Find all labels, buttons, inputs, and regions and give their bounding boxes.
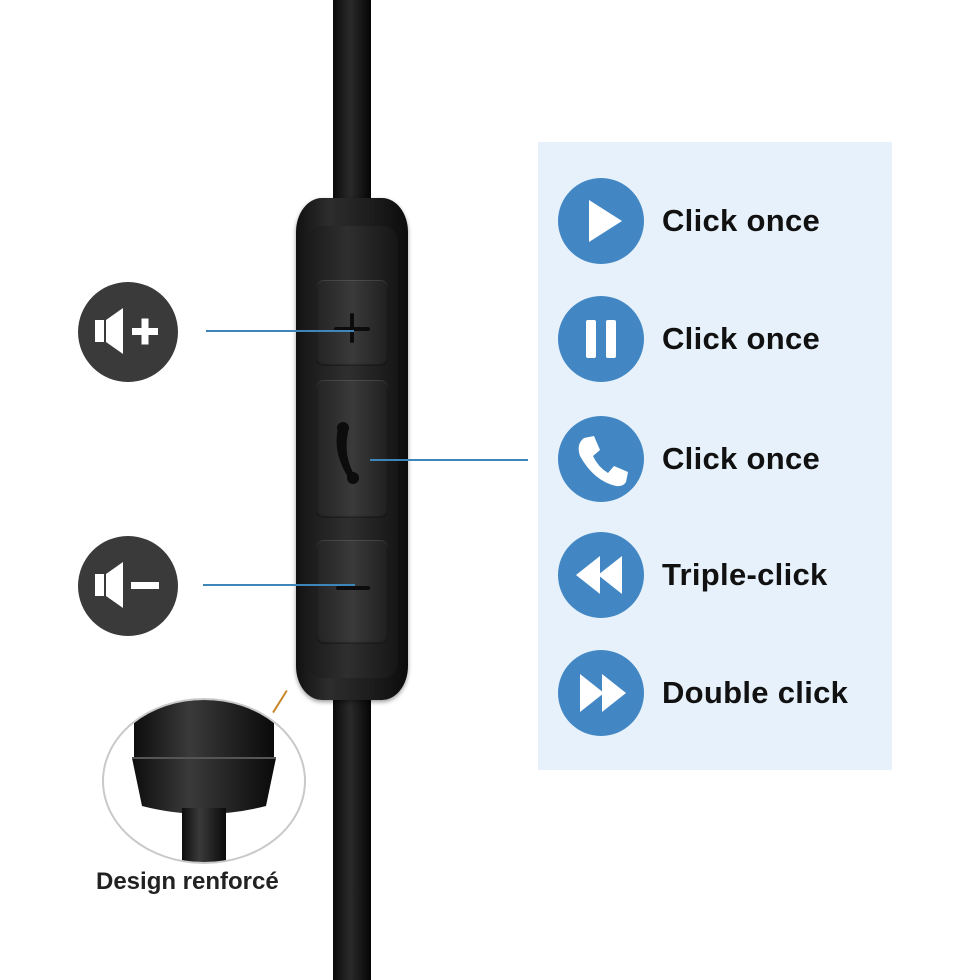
phone-handset-icon xyxy=(336,422,359,484)
cable-joint-closeup-icon xyxy=(132,700,276,862)
legend-row-phone: Click once xyxy=(558,416,888,504)
detail-pointer-line xyxy=(272,690,288,714)
legend-label-play: Click once xyxy=(662,203,821,238)
pause-icon xyxy=(558,296,644,382)
play-icon xyxy=(558,178,644,264)
inline-remote xyxy=(296,198,408,700)
connector-line-volume-up xyxy=(206,330,354,332)
connector-line-call xyxy=(370,459,528,461)
earphone-cable-top xyxy=(333,0,371,210)
reinforced-joint-detail xyxy=(102,698,306,864)
legend-row-play: Click once xyxy=(558,178,888,266)
connector-line-volume-down xyxy=(203,584,355,586)
rewind-icon xyxy=(558,532,644,618)
legend-row-rewind: Triple-click xyxy=(558,532,888,620)
remote-volume-down-button[interactable] xyxy=(316,540,388,644)
volume-up-badge xyxy=(78,282,178,382)
volume-down-icon xyxy=(95,562,159,608)
legend-row-pause: Click once xyxy=(558,296,888,384)
legend-row-fast-forward: Double click xyxy=(558,650,888,738)
legend-label-pause: Click once xyxy=(662,321,821,356)
minus-icon xyxy=(336,586,370,590)
legend-label-rewind: Triple-click xyxy=(662,557,828,592)
volume-up-icon xyxy=(95,308,158,354)
plus-icon xyxy=(334,313,370,343)
legend-label-phone: Click once xyxy=(662,441,821,476)
legend-label-fast-forward: Double click xyxy=(662,675,849,710)
phone-icon xyxy=(558,416,644,502)
volume-down-badge xyxy=(78,536,178,636)
remote-volume-up-button[interactable] xyxy=(316,280,388,366)
controls-legend-panel: Click once Click once Click once Triple-… xyxy=(538,142,892,770)
remote-call-button[interactable] xyxy=(316,380,388,518)
detail-caption: Design renforcé xyxy=(96,868,279,895)
fast-forward-icon xyxy=(558,650,644,736)
earphone-cable-bottom xyxy=(333,690,371,980)
